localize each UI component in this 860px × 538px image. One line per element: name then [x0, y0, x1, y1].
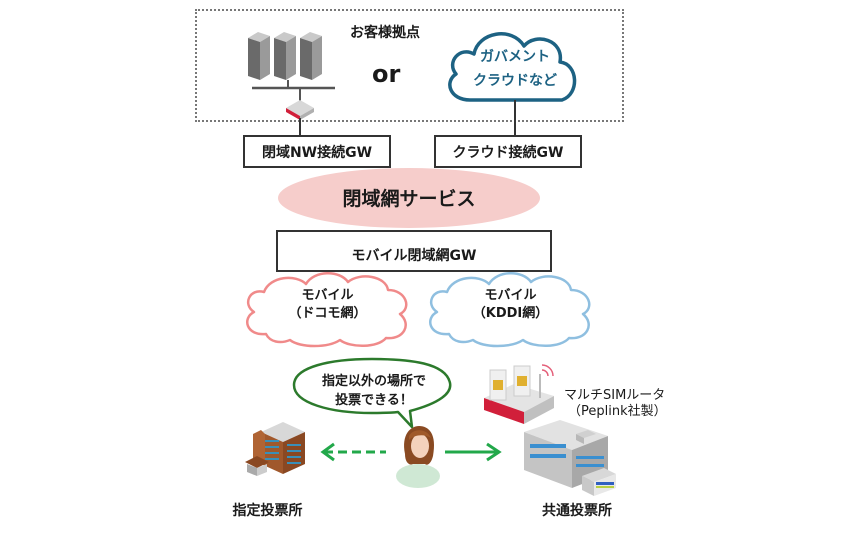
cloud-to-gw-line — [514, 100, 516, 136]
mobile-closed-gw-box: モバイル閉域網GW — [276, 230, 552, 272]
speech-bubble-line1: 指定以外の場所で — [321, 374, 426, 389]
designated-polling-building-icon — [245, 422, 305, 476]
dashed-arrow-to-designated — [320, 442, 386, 462]
common-polling-building-icon — [524, 420, 616, 496]
cloud-label-line2: クラウドなど — [473, 73, 557, 89]
server-to-gw-line — [299, 118, 301, 136]
multi-sim-router-icon — [484, 364, 554, 424]
speech-bubble — [292, 357, 452, 429]
cloud-gw-box: クラウド接続GW — [434, 135, 582, 168]
closed-network-service-ellipse — [278, 168, 540, 228]
customer-site-title: お客様拠点 — [350, 25, 420, 41]
cloud-label-line1: ガバメント — [480, 49, 550, 65]
government-cloud-icon — [448, 32, 577, 102]
closed-nw-gw-box: 閉域NW接続GW — [243, 135, 391, 168]
kddi-network-line1: モバイル — [484, 288, 537, 303]
customer-site-boundary — [195, 9, 624, 122]
speech-bubble-line2: 投票できる！ — [335, 393, 413, 408]
common-polling-place-label: 共通投票所 — [542, 503, 612, 519]
kddi-network-cloud-icon — [429, 272, 591, 348]
server-rack-icon — [248, 32, 335, 120]
docomo-network-line1: モバイル — [301, 288, 354, 303]
voter-person-icon — [396, 426, 440, 488]
or-label: or — [372, 60, 401, 88]
router-label-line1: マルチSIMルータ — [564, 388, 666, 403]
designated-polling-place-label: 指定投票所 — [232, 503, 303, 519]
router-label-line2: （Peplink社製） — [568, 404, 667, 419]
docomo-network-line2: （ドコモ網） — [288, 306, 367, 321]
solid-arrow-to-common — [445, 442, 502, 462]
docomo-network-cloud-icon — [246, 272, 408, 348]
closed-network-service-label: 閉域網サービス — [342, 188, 476, 210]
kddi-network-line2: （KDDI網） — [472, 306, 549, 321]
